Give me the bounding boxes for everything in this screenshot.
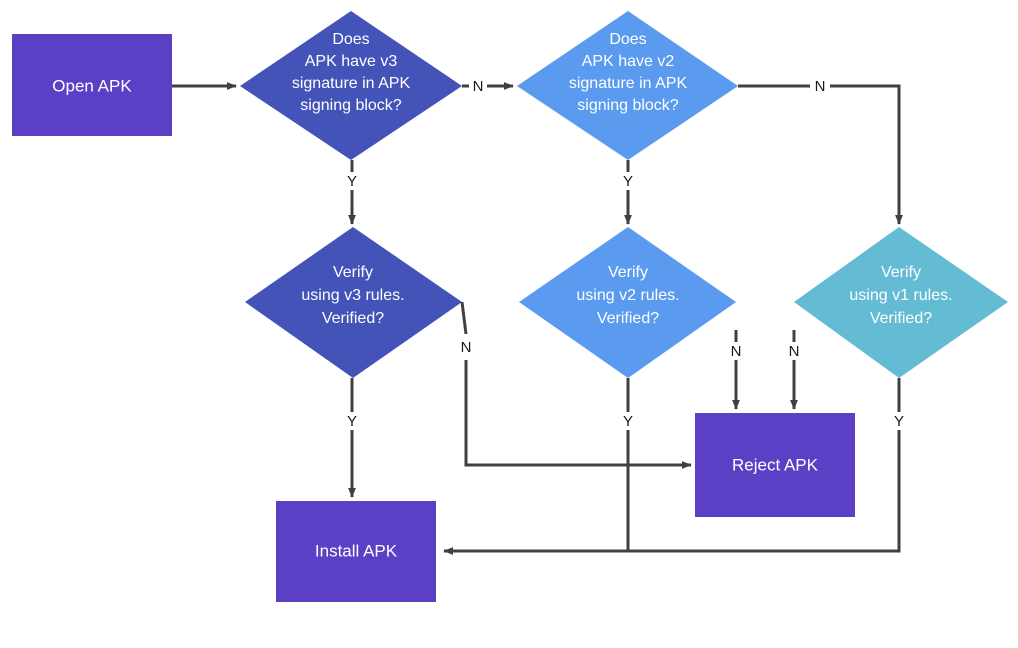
edge-verify-v1-no-to-reject: N bbox=[789, 330, 800, 410]
verify-v3-shape[interactable] bbox=[245, 227, 462, 378]
edge-verify-v2-no-to-reject: N bbox=[731, 330, 742, 410]
edge-label-verify-v2-yes: Y bbox=[623, 413, 633, 430]
edge-qv2-yes-to-verify-v2: Y bbox=[623, 160, 633, 225]
edge-verify-v1-yes-to-install: Y bbox=[443, 378, 904, 555]
question-v2-shape[interactable] bbox=[517, 11, 738, 160]
verify-v1-shape[interactable] bbox=[794, 227, 1008, 378]
verify-v2-shape[interactable] bbox=[519, 227, 736, 378]
reject-apk-shape[interactable] bbox=[695, 413, 855, 517]
edge-label-qv3-yes: Y bbox=[347, 173, 357, 190]
edge-qv2-no-to-verify-v1: N bbox=[738, 78, 903, 225]
edge-label-verify-v1-yes: Y bbox=[894, 413, 904, 430]
edge-qv3-yes-to-verify-v3: Y bbox=[347, 160, 357, 225]
node-install-apk[interactable]: Install APK bbox=[276, 501, 436, 602]
node-question-v2-signature[interactable]: Does APK have v2 signature in APK signin… bbox=[517, 11, 738, 160]
edge-label-verify-v3-yes: Y bbox=[347, 413, 357, 430]
question-v3-shape[interactable] bbox=[240, 11, 462, 160]
install-apk-shape[interactable] bbox=[276, 501, 436, 602]
edge-verify-v3-yes-to-install: Y bbox=[347, 378, 357, 498]
node-verify-v3[interactable]: Verify using v3 rules. Verified? bbox=[245, 227, 462, 378]
edge-qv3-no-to-qv2: N bbox=[462, 78, 514, 95]
node-verify-v1[interactable]: Verify using v1 rules. Verified? bbox=[794, 227, 1008, 378]
open-apk-shape[interactable] bbox=[12, 34, 172, 136]
edge-label-qv2-yes: Y bbox=[623, 173, 633, 190]
node-reject-apk[interactable]: Reject APK bbox=[695, 413, 855, 517]
edge-label-verify-v2-no: N bbox=[731, 343, 742, 360]
node-open-apk[interactable]: Open APK bbox=[12, 34, 172, 136]
edge-label-qv3-no: N bbox=[473, 78, 484, 95]
edge-verify-v3-no-to-reject: N bbox=[460, 301, 692, 469]
edge-label-verify-v1-no: N bbox=[789, 343, 800, 360]
edge-label-qv2-no: N bbox=[815, 78, 826, 95]
edge-label-verify-v3-no: N bbox=[461, 339, 472, 356]
node-verify-v2[interactable]: Verify using v2 rules. Verified? bbox=[519, 227, 736, 378]
edge-verify-v2-yes-to-install: Y bbox=[623, 378, 633, 551]
node-question-v3-signature[interactable]: Does APK have v3 signature in APK signin… bbox=[240, 11, 462, 160]
